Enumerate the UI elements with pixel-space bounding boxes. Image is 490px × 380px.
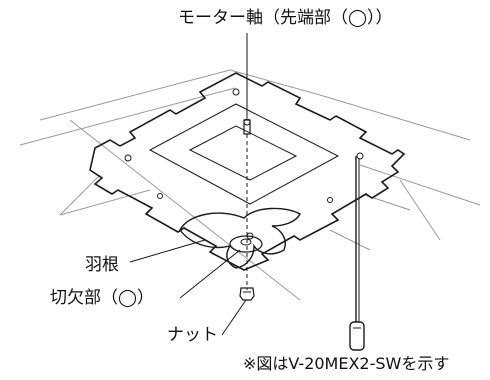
pull-cord — [349, 156, 365, 351]
notch-label: 切欠部（◯） — [50, 288, 155, 308]
leader-lines — [129, 33, 248, 336]
ceiling-grid — [19, 69, 481, 301]
motor-shaft-label: モーター軸（先端部（◯）） — [178, 8, 393, 28]
nut-label: ナット — [167, 325, 218, 345]
blade-label: 羽根 — [85, 255, 119, 275]
model-note: ※図はV-20MEX2-SWを示す — [243, 354, 450, 373]
mounting-frame — [89, 72, 406, 271]
fan-blade — [179, 207, 301, 269]
nut — [239, 287, 255, 301]
